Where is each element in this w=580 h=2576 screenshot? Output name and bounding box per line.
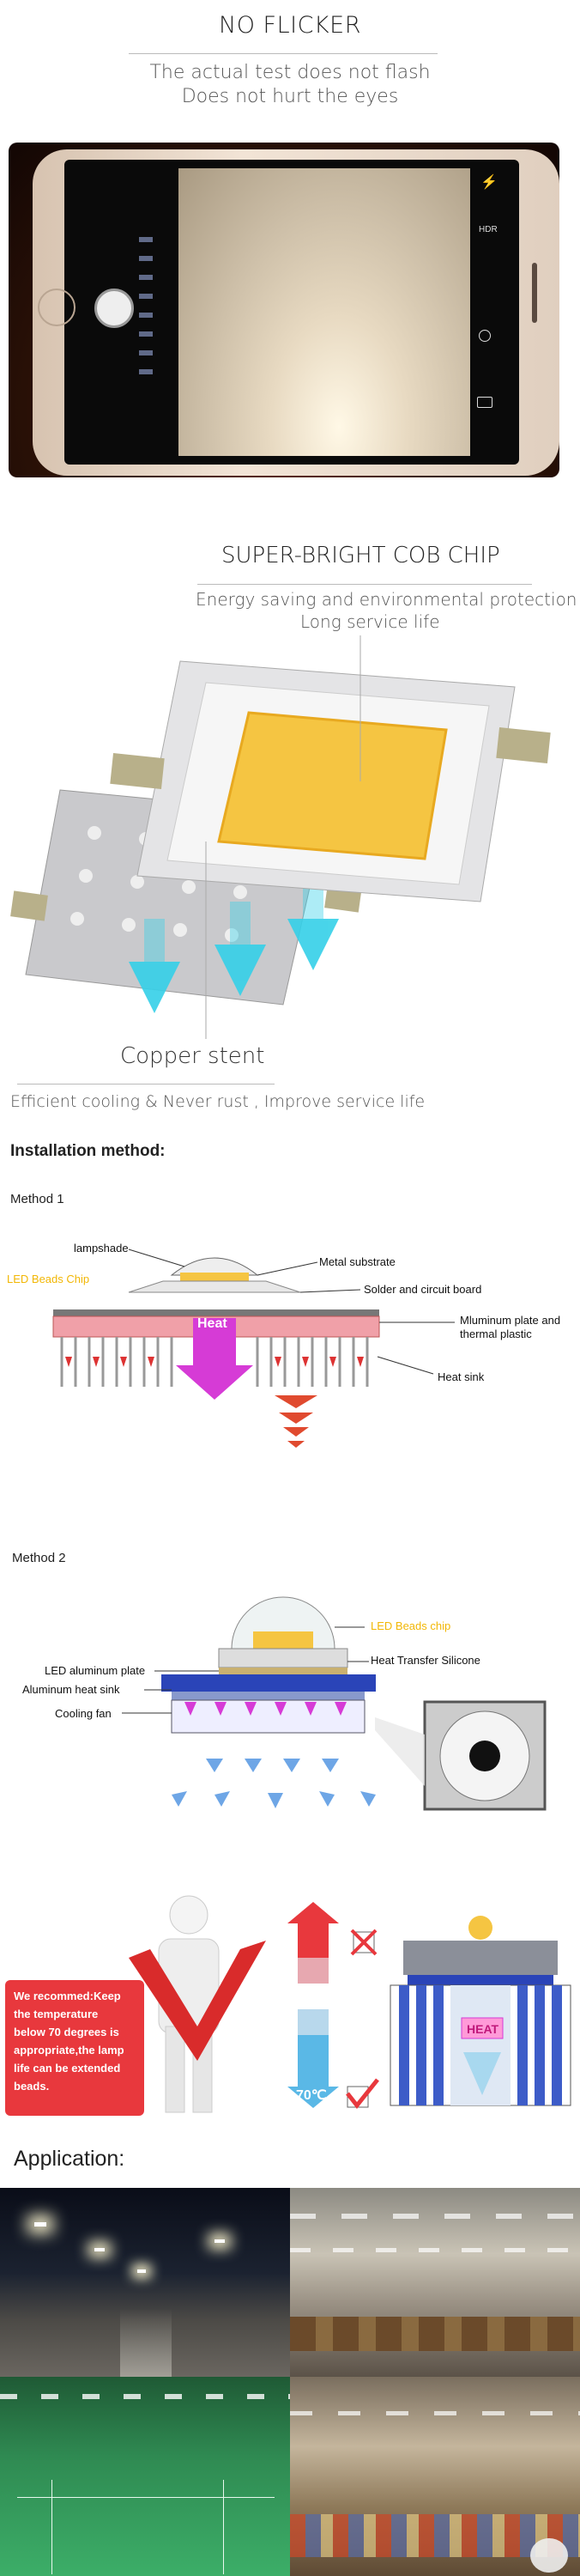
recommend-line: appropriate,the lamp <box>14 2044 124 2057</box>
heat-arrow <box>176 1318 253 1400</box>
app-photo-sports-field <box>0 2377 290 2576</box>
cob-chip-illustration <box>10 635 551 1039</box>
timer-icon[interactable] <box>479 330 491 342</box>
app-photo-road <box>0 2188 290 2377</box>
m2-fan: Cooling fan <box>55 1707 112 1720</box>
recommend-line: the temperature <box>14 2008 99 2020</box>
temp-high-label: 70℃ <box>296 1985 327 2000</box>
application-heading: Application: <box>14 2147 125 2171</box>
shutter-button[interactable] <box>94 289 134 328</box>
m2-al-plate: LED aluminum plate <box>45 1664 146 1677</box>
method2-title: Method 2 <box>12 1551 66 1565</box>
chip-surface <box>217 711 448 860</box>
camera-viewfinder <box>178 168 470 456</box>
flash-icon[interactable]: ⚡ <box>480 175 498 190</box>
heat-label: HEAT <box>467 2022 499 2036</box>
mode-labels <box>139 237 153 374</box>
recommend-box: We recommed:Keep the temperature below 7… <box>5 1980 144 2116</box>
m1-solder: Solder and circuit board <box>364 1283 482 1296</box>
recommend-line: beads. <box>14 2080 50 2093</box>
cob-line2: Long service life <box>300 611 440 632</box>
no-flicker-line1: The actual test does not flash <box>149 62 431 83</box>
m1-aluminum-plate: Mluminum plate and <box>460 1314 561 1327</box>
method1-title: Method 1 <box>10 1192 64 1206</box>
recommend-line: below 70 degrees is <box>14 2026 119 2038</box>
method1-diagram <box>52 1249 455 1448</box>
recommend-line: life can be extended <box>14 2062 121 2075</box>
install-heading: Installation method: <box>10 1142 166 1160</box>
m1-lampshade: lampshade <box>74 1242 129 1255</box>
cob-title-rule <box>197 584 532 585</box>
title-rule <box>129 53 438 54</box>
phone-speaker <box>532 263 537 323</box>
m2-al-sink: Aluminum heat sink <box>22 1683 120 1696</box>
no-flicker-title: NO FLICKER <box>219 12 361 39</box>
home-button[interactable] <box>38 289 76 326</box>
phone-camera-photo: HDR ⚡ <box>9 143 559 477</box>
m1-heat-text: Heat <box>197 1316 227 1331</box>
cob-line1: Energy saving and environmental protecti… <box>196 589 577 610</box>
recommend-line: We recommed:Keep <box>14 1990 121 2002</box>
app-photo-warehouse-2 <box>290 2377 580 2576</box>
cooling-line: Efficient cooling & Never rust , Improve… <box>10 1092 426 1111</box>
m2-silicone: Heat Transfer Silicone <box>371 1654 480 1667</box>
method2-diagram <box>122 1596 547 1811</box>
recommend-illustration <box>129 1895 571 2113</box>
hdr-label: HDR <box>479 225 498 234</box>
m1-led-chip: LED Beads Chip <box>7 1273 90 1285</box>
m2-led-chip: LED Beads chip <box>371 1619 451 1632</box>
m1-metal-substrate: Metal substrate <box>319 1255 396 1268</box>
m1-heat-sink: Heat sink <box>438 1370 485 1383</box>
no-flicker-line2: Does not hurt the eyes <box>181 86 399 107</box>
cob-title: SUPER-BRIGHT COB CHIP <box>221 543 500 568</box>
copper-stent-label: Copper stent <box>120 1043 265 1069</box>
app-photo-warehouse-1 <box>290 2188 580 2377</box>
m1-thermal: thermal plastic <box>460 1327 532 1340</box>
camera-switch-icon[interactable] <box>477 397 492 408</box>
temp-low-label: 70℃ <box>296 2088 327 2103</box>
